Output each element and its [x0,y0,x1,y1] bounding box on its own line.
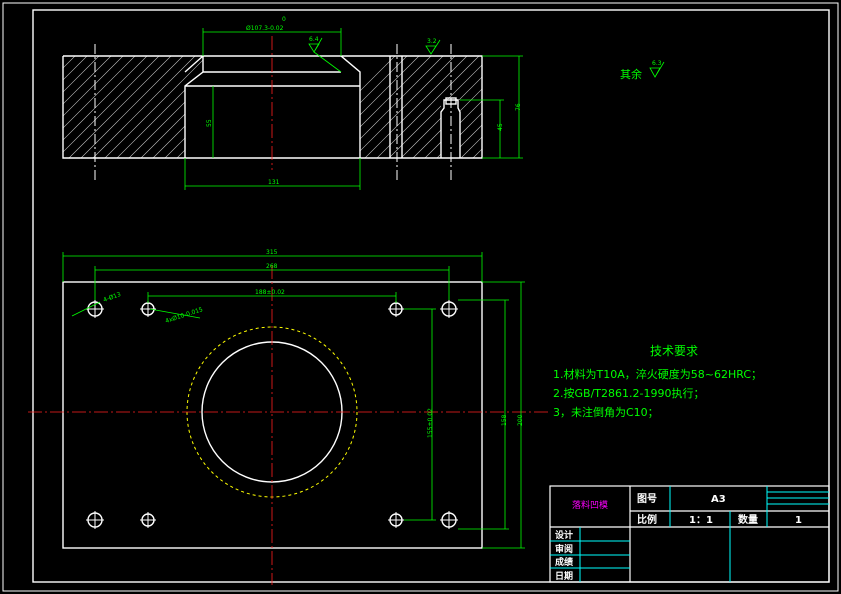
dim-height-total: 76 [515,103,522,111]
dim-top: Ø107.3-0.02 [246,25,284,32]
dim-height-small: 45 [497,123,504,131]
hatch-left [63,56,203,158]
pin-hole-tr [388,301,404,317]
tb-part-name: 落料凹模 [572,499,608,511]
tb-scale: 1：1 [689,515,713,526]
hatch-right [341,56,482,158]
tech-item-3: 3，未注倒角为C10； [553,405,659,419]
tb-row-grade: 成绩 [555,556,573,568]
pin-hole-br [388,512,404,528]
tb-drawing-no-label: 图号 [637,493,657,505]
tech-item-2: 2.按GB/T2861.2-1990执行； [553,386,704,400]
roughness-b-value: 3.2 [427,38,437,45]
roughness-symbol-a: 6.4 [308,36,342,73]
surface-note: 其余 6.3 [620,60,665,81]
dim-callout-holes: 4-Ø13 [102,291,122,304]
dim-top-small: 0 [282,16,286,23]
dim-hole-span: 268 [266,263,278,270]
pin-hole-bl [140,512,156,528]
dim-overall-width: 315 [266,249,278,256]
bolt-hole-tl [86,300,104,318]
section-view: 0 Ø107.3-0.02 131 55 45 76 6.4 3.2 [62,16,523,190]
roughness-symbol-b: 3.2 [425,38,441,55]
dim-overall-height: 200 [517,414,524,426]
tb-qty: 1 [795,515,802,526]
dim-pin-span: 188±0.02 [255,289,285,296]
dim-inner-height: 55 [206,119,213,127]
tech-requirements: 技术要求 1.材料为T10A，淬火硬度为58~62HRC； 2.按GB/T286… [553,344,762,419]
drawing-frame [32,9,830,583]
bolt-hole-bl [86,511,104,529]
tb-drawing-no: A3 [711,494,726,505]
pin-hole-tl [140,301,156,317]
surface-note-label: 其余 [620,67,642,81]
plate-outline [62,281,483,549]
dim-callout-pins: 4xØ10-0.015 [164,306,203,325]
tech-title: 技术要求 [650,344,698,358]
tb-row-date: 日期 [555,570,573,582]
tech-item-1: 1.材料为T10A，淬火硬度为58~62HRC； [553,367,762,381]
bolt-hole-tr [440,300,458,318]
tb-qty-label: 数量 [738,513,758,526]
section-dimensions: 0 Ø107.3-0.02 131 55 45 76 [184,16,523,190]
tb-row-review: 审阅 [555,543,573,555]
tb-scale-label: 比例 [637,513,657,526]
title-block: 落料凹模 图号 A3 比例 1：1 数量 1 设计 审阅 成绩 日期 [549,485,830,583]
plan-view: 315 268 188±0.02 4-Ø13 4xØ10-0.015 155±0… [28,249,548,585]
section-outline [62,55,483,159]
plan-dimensions: 315 268 188±0.02 4-Ø13 4xØ10-0.015 155±0… [62,249,525,549]
dim-hole-vertical: 158 [501,414,508,426]
tb-row-design: 设计 [555,529,573,541]
roughness-a-value: 6.4 [309,36,319,43]
dim-pin-vertical: 155±0.02 [427,408,434,438]
dim-bottom-width: 131 [268,179,280,186]
bolt-hole-br [440,511,458,529]
surface-note-roughness: 6.3 [652,60,662,67]
